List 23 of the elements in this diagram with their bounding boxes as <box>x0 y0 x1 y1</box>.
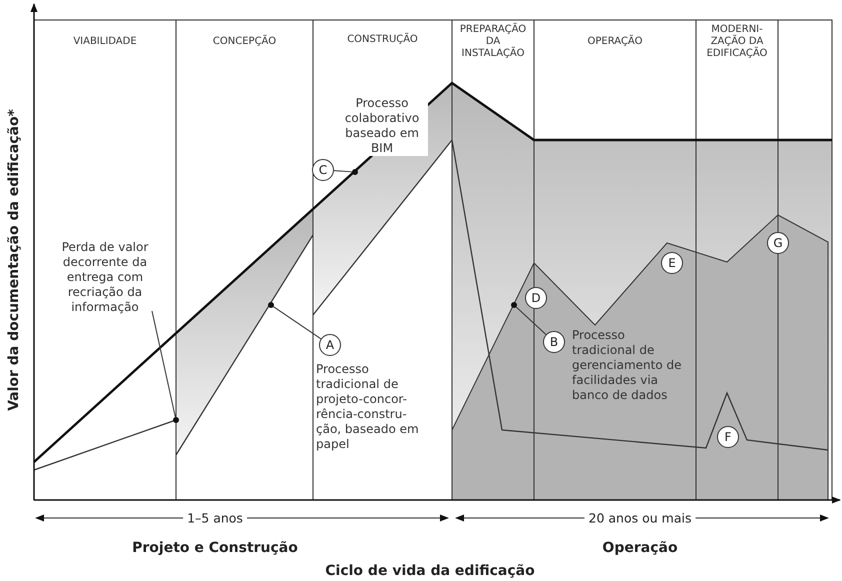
leader-line <box>272 306 322 340</box>
phase-heading: CONCEPÇÃO <box>212 36 278 48</box>
phase-group-title: Projeto e Construção <box>132 540 298 556</box>
callout-text: Processo tradicional de gerenciamento de facilidades via banco de dados <box>572 328 682 403</box>
leader-line <box>516 306 546 336</box>
phase-heading: MODERNI- ZAÇÃO DA EDIFICAÇÃO <box>706 24 768 60</box>
leader-dot <box>173 417 179 423</box>
phase-heading: CONSTRUÇÃO <box>346 34 419 46</box>
dimension-label: 20 anos ou mais <box>584 510 696 526</box>
callout-circle: A <box>319 334 341 356</box>
leader-line <box>152 310 176 418</box>
annotation-text: Perda de valor decorrente da entrega com recriação da informação <box>40 240 170 315</box>
phase-heading: OPERAÇÃO <box>586 36 644 48</box>
callout-circle: C <box>312 159 334 181</box>
leader-dot <box>352 169 358 175</box>
axis-title: Ciclo de vida da edificação <box>325 563 535 579</box>
phase-heading: PREPARAÇÃO DA INSTALAÇÃO <box>458 24 528 60</box>
callout-text: Processo tradicional de projeto-concor- rência-constru- ção, baseado em papel <box>316 362 420 452</box>
leader-line <box>333 170 352 172</box>
phase-group-title: Operação <box>602 540 678 556</box>
dimension-label: 1–5 anos <box>183 510 247 526</box>
axis-title: Valor da documentação da edificação* <box>6 109 22 411</box>
phase-heading: VIABILIDADE <box>72 36 138 48</box>
